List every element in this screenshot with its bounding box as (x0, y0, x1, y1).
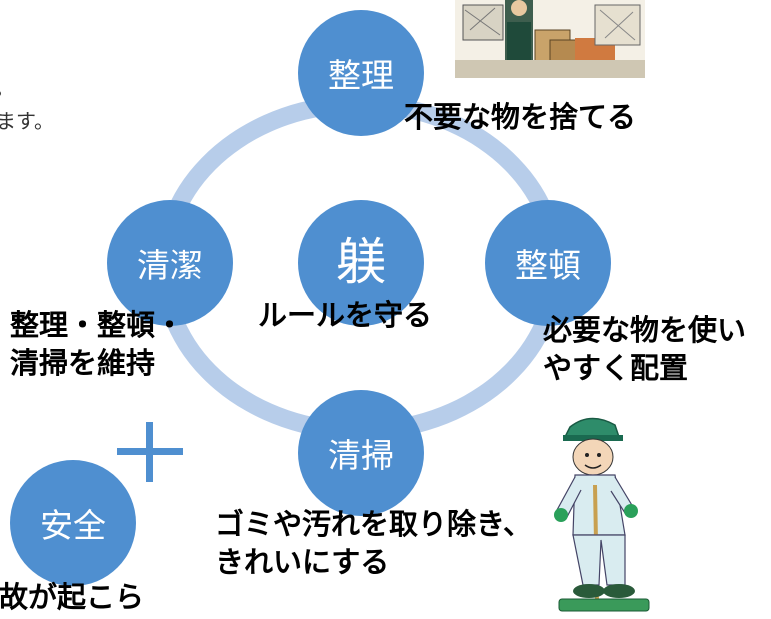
seiton-description-line2: やすく配置 (543, 351, 689, 385)
seiton-description-line1: 必要な物を使い (543, 313, 747, 347)
seisou-description-line2: きれいにする (215, 545, 390, 579)
seiketsu-description-line1: 整理・整頓・ (10, 308, 185, 342)
shitsuke-title: 躾 (336, 233, 386, 291)
seiketsu-description-line2: 清掃を維持 (10, 346, 156, 380)
seiton-title: 整頓 (515, 246, 581, 285)
safety-title: 安全 (40, 506, 106, 545)
seisou-title: 清掃 (328, 436, 394, 475)
seisou-circle: 清掃 (298, 390, 424, 516)
seiketsu-title: 清潔 (137, 246, 203, 285)
plus-icon: ＋ (117, 422, 183, 482)
safety-circle: 安全 (10, 460, 136, 586)
seiton-circle: 整頓 (485, 200, 611, 326)
safety-description: 事故が起こら (0, 580, 145, 614)
seiketsu-circle: 清潔 (107, 200, 233, 326)
seiri-description: 不要な物を捨てる (404, 100, 637, 134)
shitsuke-description: ルールを守る (258, 298, 433, 332)
seiri-title: 整理 (328, 56, 394, 95)
shitsuke-circle: 躾 (298, 200, 424, 326)
seisou-description-line1: ゴミや汚れを取り除き、 (215, 507, 532, 541)
seiri-circle: 整理 (298, 10, 424, 136)
worker-boxes-illustration (455, 0, 645, 78)
intro-text-line1: 。 (0, 75, 14, 101)
intro-text-line2: ます。 (0, 109, 54, 133)
worker-broom-illustration (545, 415, 665, 615)
